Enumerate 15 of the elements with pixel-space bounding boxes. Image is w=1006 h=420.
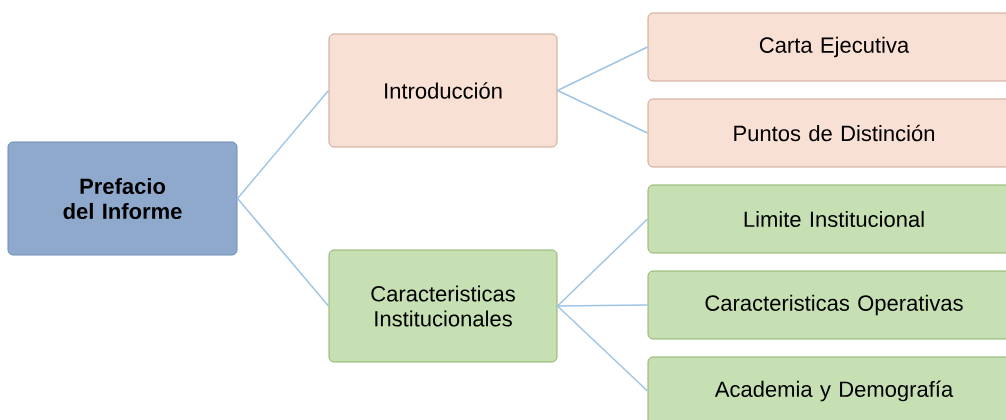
connector-line xyxy=(556,304,649,307)
process-box: Caracteristicas Operativas xyxy=(647,270,1006,340)
connector-line xyxy=(236,89,330,200)
process-box: Academia y Demografía xyxy=(647,356,1006,420)
connector-line xyxy=(556,89,649,134)
process-box: Introducción xyxy=(328,33,558,148)
connector-line xyxy=(236,197,330,307)
connector-line xyxy=(556,305,649,392)
process-box: Carta Ejecutiva xyxy=(647,12,1006,82)
connector-line xyxy=(556,218,649,307)
process-box: Prefacio del Informe xyxy=(7,141,238,256)
connector-line xyxy=(556,46,649,92)
process-box: Limite Institucional xyxy=(647,184,1006,254)
process-box: Puntos de Distinción xyxy=(647,98,1006,168)
process-box: Caracteristicas Institucionales xyxy=(328,249,558,363)
